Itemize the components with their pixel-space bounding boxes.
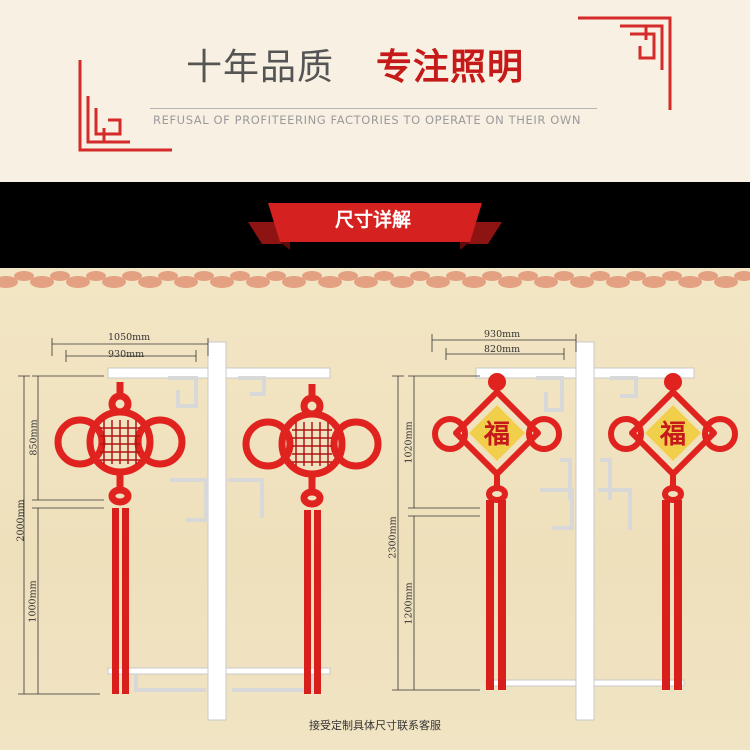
fu-char-right-b: 福 <box>659 420 686 450</box>
right-width-outer-label: 930mm <box>484 329 521 340</box>
cloud-motif <box>30 276 54 288</box>
chinese-knot-left-a-grid-icon <box>100 420 140 464</box>
tassel-left-b-icon <box>304 510 321 694</box>
left-height-knot-label: 850mm <box>28 419 40 456</box>
right-dimension-lines <box>392 334 577 691</box>
cloud-motif <box>678 276 702 288</box>
cloud-motif <box>354 276 378 288</box>
cloud-motif <box>626 271 646 281</box>
fu-panel-right-b-icon <box>645 405 701 461</box>
chinese-knot-left-b-grid-icon <box>292 422 332 466</box>
right-width-inner-label: 820mm <box>484 344 521 355</box>
cloud-motif <box>518 271 538 281</box>
left-lamp-pole <box>107 341 331 721</box>
cloud-motif <box>426 276 450 288</box>
cloud-motif <box>138 276 162 288</box>
subtitle: REFUSAL OF PROFITEERING FACTORIES TO OPE… <box>153 113 582 127</box>
header-section <box>0 0 750 182</box>
cloud-motif <box>642 276 666 288</box>
cloud-motif <box>102 276 126 288</box>
subtitle-divider <box>150 108 597 109</box>
cloud-motif <box>318 276 342 288</box>
banner-label: 尺寸详解 <box>334 209 411 231</box>
cloud-motif <box>390 276 414 288</box>
cloud-motif <box>194 271 214 281</box>
title-gray: 十年品质 <box>186 47 335 88</box>
chinese-knot-right-a-icon <box>432 373 562 503</box>
chinese-knot-right-b-icon <box>608 373 738 503</box>
tassel-right-b-icon <box>662 500 682 690</box>
left-width-outer-label: 1050mm <box>108 332 151 343</box>
header-decoration <box>78 16 672 152</box>
right-lamp-pole <box>475 341 695 721</box>
cloud-border-icon <box>0 271 750 288</box>
cloud-motif <box>534 276 558 288</box>
cloud-motif <box>606 276 630 288</box>
right-bracket-frame-icon <box>536 376 638 530</box>
cloud-motif <box>246 276 270 288</box>
cloud-motif <box>662 271 682 281</box>
cloud-motif <box>174 276 198 288</box>
right-height-total-label: 2300mm <box>387 516 399 559</box>
cloud-motif <box>698 271 718 281</box>
cloud-motif <box>714 276 738 288</box>
cloud-motif <box>462 276 486 288</box>
cloud-motif <box>210 276 234 288</box>
tassel-right-a-icon <box>486 500 506 690</box>
left-width-inner-label: 930mm <box>108 349 145 360</box>
cloud-motif <box>338 271 358 281</box>
right-height-tassel-label: 1200mm <box>403 582 415 625</box>
cloud-motif <box>86 271 106 281</box>
cloud-motif <box>14 271 34 281</box>
cloud-motif <box>158 271 178 281</box>
corner-ornament-right-icon <box>578 16 672 110</box>
cloud-motif <box>122 271 142 281</box>
fu-char-right-a: 福 <box>483 420 510 450</box>
cloud-motif <box>554 271 574 281</box>
tassel-left-a-icon <box>112 508 129 694</box>
right-height-knot-label: 1020mm <box>403 421 415 464</box>
title-red: 专注照明 <box>376 47 525 88</box>
cloud-motif <box>734 271 750 281</box>
cloud-motif <box>570 276 594 288</box>
corner-ornament-left-icon <box>78 60 172 152</box>
banner-ribbon <box>248 203 502 250</box>
left-height-tassel-label: 1000mm <box>27 580 39 623</box>
left-dimension-lines <box>18 338 209 695</box>
left-bracket-frame-icon <box>134 376 314 692</box>
cloud-motif <box>446 271 466 281</box>
fu-panel-right-a-icon <box>469 405 525 461</box>
cloud-motif <box>498 276 522 288</box>
chinese-knot-left-b-icon <box>242 384 382 508</box>
cloud-motif <box>230 271 250 281</box>
cloud-motif <box>302 271 322 281</box>
cloud-motif <box>50 271 70 281</box>
left-height-total-label: 2000mm <box>15 499 27 542</box>
cloud-motif <box>66 276 90 288</box>
custom-size-caption: 接受定制具体尺寸联系客服 <box>309 719 441 732</box>
cloud-motif <box>374 271 394 281</box>
cloud-motif <box>482 271 502 281</box>
chinese-knot-left-a-icon <box>54 382 186 506</box>
cloud-motif <box>590 271 610 281</box>
cloud-motif <box>266 271 286 281</box>
cloud-motif <box>410 271 430 281</box>
cloud-motif <box>0 276 18 288</box>
cloud-motif <box>282 276 306 288</box>
